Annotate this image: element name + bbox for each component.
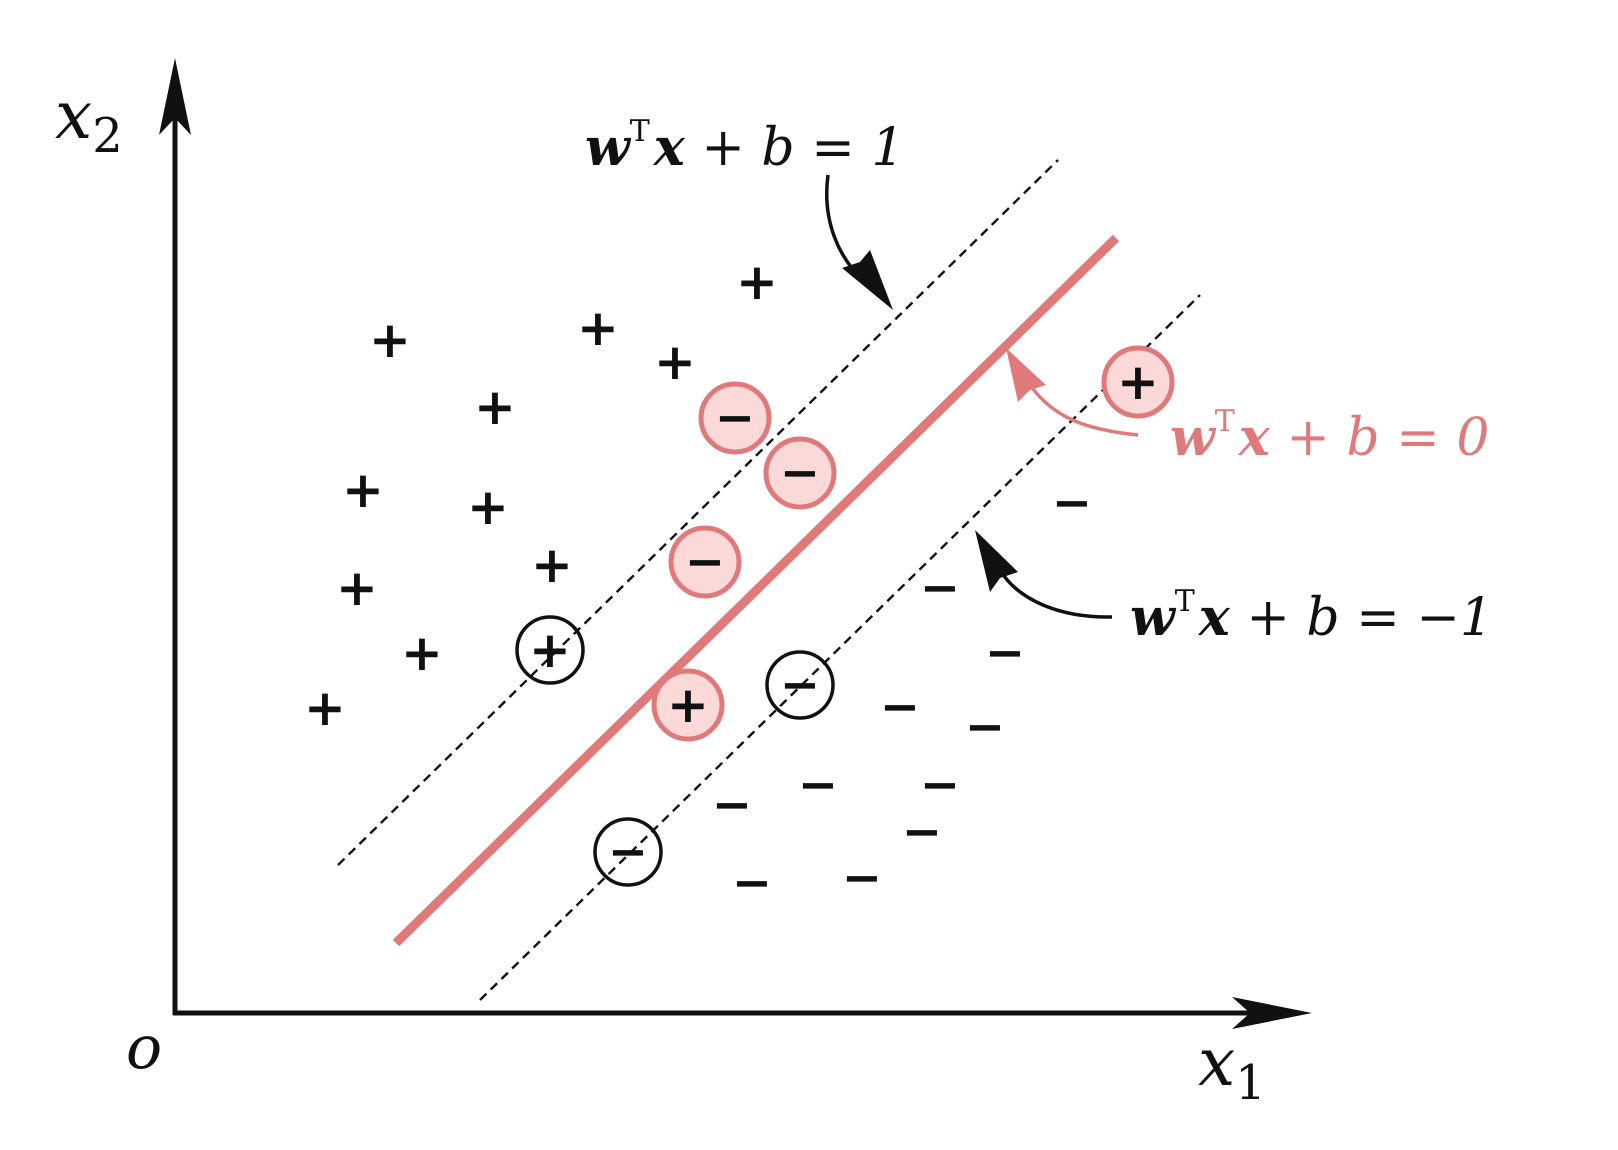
plus-point: + (654, 333, 696, 391)
plus-point: + (336, 559, 378, 617)
minus-point: − (1052, 475, 1092, 531)
plus-point: + (342, 461, 384, 519)
violation-symbol: − (715, 390, 755, 446)
equation-labels: wTx + b = 1 wTx + b = 0 wTx + b = −1 (585, 114, 1493, 648)
minus-point: − (902, 804, 942, 860)
support-vector-ring (515, 615, 585, 685)
hyperplane-pointer-tip (1006, 348, 1046, 402)
plus-point: + (369, 311, 411, 369)
positive-margin-line (337, 159, 1059, 866)
positive-samples: + + + + + + + + + + + (304, 253, 778, 737)
negative-margin-rest: + b = −1 (1230, 588, 1493, 648)
plus-point: + (467, 478, 509, 536)
hyperplane-pointer (1028, 383, 1139, 437)
y-axis-arrowhead (159, 58, 191, 135)
origin-label: o (126, 1013, 162, 1083)
hyperplane-sup: T (1215, 404, 1235, 439)
violation-ring (668, 525, 742, 599)
hyperplane-w: w (1170, 407, 1217, 468)
plus-point: + (401, 624, 443, 682)
minus-point: − (842, 850, 882, 906)
minus-point: − (965, 699, 1005, 755)
axes: x2 x1 o (55, 58, 1312, 1111)
plus-point: + (531, 536, 573, 594)
support-vectors: + − − (515, 615, 835, 887)
plus-point: + (304, 679, 346, 737)
negative-margin-pointer (998, 569, 1113, 619)
violation-minus: − (698, 381, 772, 455)
violation-ring (763, 436, 837, 510)
negative-margin-pointer-tip (975, 530, 1018, 592)
x-axis-label-subscript: 1 (1235, 1055, 1266, 1111)
positive-margin-w: w (585, 117, 632, 178)
y-axis-label-subscript: 2 (92, 108, 123, 164)
hyperplane-x: x (1238, 407, 1271, 468)
separating-hyperplane (392, 234, 1120, 947)
minus-point: − (920, 757, 960, 813)
support-vector-symbol: − (608, 824, 648, 880)
negative-samples: − − − − − − − − − − − (712, 475, 1092, 911)
minus-point: − (880, 679, 920, 735)
support-vector-ring (765, 650, 835, 720)
y-axis-label: x2 (55, 77, 123, 164)
positive-margin-sup: T (630, 114, 650, 149)
y-axis-label-main: x (55, 77, 92, 154)
positive-margin-pointer-tip (842, 250, 893, 310)
pointer-arrows (825, 174, 1139, 619)
positive-margin-x: x (653, 117, 686, 178)
violation-symbol: − (685, 534, 725, 590)
violation-plus: + (651, 668, 725, 742)
hyperplane-equation: wTx + b = 0 (1170, 404, 1489, 468)
violation-symbol: − (780, 445, 820, 501)
support-vector-symbol: + (529, 621, 571, 679)
x-axis-label-main: x (1198, 1024, 1235, 1101)
support-vector-symbol: − (780, 657, 820, 713)
support-vector-minus: − (593, 817, 663, 887)
minus-point: − (920, 560, 960, 616)
negative-margin-sup: T (1175, 584, 1195, 619)
minus-point: − (985, 625, 1025, 681)
negative-margin-w: w (1130, 587, 1177, 648)
support-vector-ring (593, 817, 663, 887)
positive-margin-equation: wTx + b = 1 (585, 114, 904, 178)
plus-point: + (577, 299, 619, 357)
plus-point: + (474, 378, 516, 436)
violation-symbol: + (667, 676, 709, 734)
x-axis-arrowhead (1232, 997, 1312, 1029)
negative-margin-x: x (1198, 587, 1231, 648)
x-axis-label: x1 (1198, 1024, 1266, 1111)
minus-point: − (732, 855, 772, 911)
negative-margin-equation: wTx + b = −1 (1130, 584, 1493, 648)
violation-ring (698, 381, 772, 455)
minus-point: − (712, 777, 752, 833)
violation-ring (1101, 345, 1175, 419)
violation-plus: + (1101, 345, 1175, 419)
support-vector-minus: − (765, 650, 835, 720)
violation-ring (651, 668, 725, 742)
boundaries (337, 159, 1201, 1001)
hyperplane-rest: + b = 0 (1270, 408, 1490, 468)
support-vector-plus: + (515, 615, 585, 685)
violation-symbol: + (1117, 353, 1159, 411)
positive-margin-rest: + b = 1 (685, 118, 905, 178)
margin-violations: − − − + + (651, 345, 1175, 742)
violation-minus: − (668, 525, 742, 599)
minus-point: − (798, 757, 838, 813)
violation-minus: − (763, 436, 837, 510)
plus-point: + (736, 253, 778, 311)
negative-margin-line (479, 294, 1201, 1001)
